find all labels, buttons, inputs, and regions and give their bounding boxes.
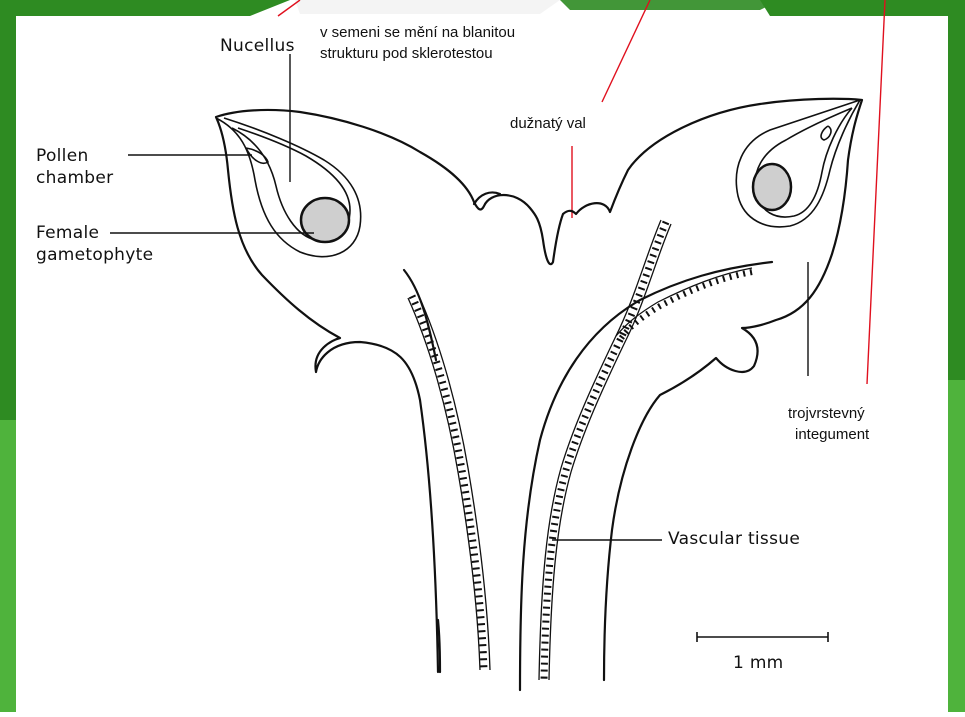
right-pollen-chamber: [821, 126, 831, 140]
vascular-tissue: [408, 220, 752, 680]
label-scale: 1 mm: [733, 652, 784, 674]
right-integument-inner: [736, 100, 860, 227]
label-integument-1: trojvrstevný: [788, 404, 865, 423]
left-ovule: [216, 118, 361, 257]
stem-inner-right-edge: [520, 262, 772, 690]
label-pollen-chamber-2: chamber: [36, 167, 113, 189]
label-nucellus: Nucellus: [220, 35, 295, 57]
label-pollen-chamber-1: Pollen: [36, 145, 89, 167]
left-female-gametophyte: [301, 198, 349, 242]
red-line-integument: [867, 0, 885, 384]
label-female-1: Female: [36, 222, 99, 244]
frame-left-bar-light: [0, 420, 16, 712]
vascular-branch-right: [620, 272, 752, 340]
right-ovule: [736, 100, 860, 227]
vascular-strand-left: [412, 296, 484, 670]
frame-top-light: [295, 0, 560, 14]
label-vascular-tissue: Vascular tissue: [668, 528, 800, 550]
vascular-strand-right-edge-b: [549, 224, 671, 680]
leader-lines: [110, 54, 808, 540]
right-female-gametophyte: [753, 164, 791, 210]
label-fleshy-ridge: dužnatý val: [510, 114, 586, 133]
label-integument-2: integument: [795, 425, 869, 444]
left-lobe-inner-edge: [404, 270, 436, 360]
nucellus-note-line1: v semeni se mění na blanitou: [320, 23, 515, 42]
label-female-2: gametophyte: [36, 244, 153, 266]
nucellus-note-line2: strukturu pod sklerotestou: [320, 44, 493, 63]
frame-right-bar-light: [948, 380, 965, 712]
vascular-strand-left-edge-a: [408, 298, 480, 670]
scale-bar: [697, 632, 828, 642]
